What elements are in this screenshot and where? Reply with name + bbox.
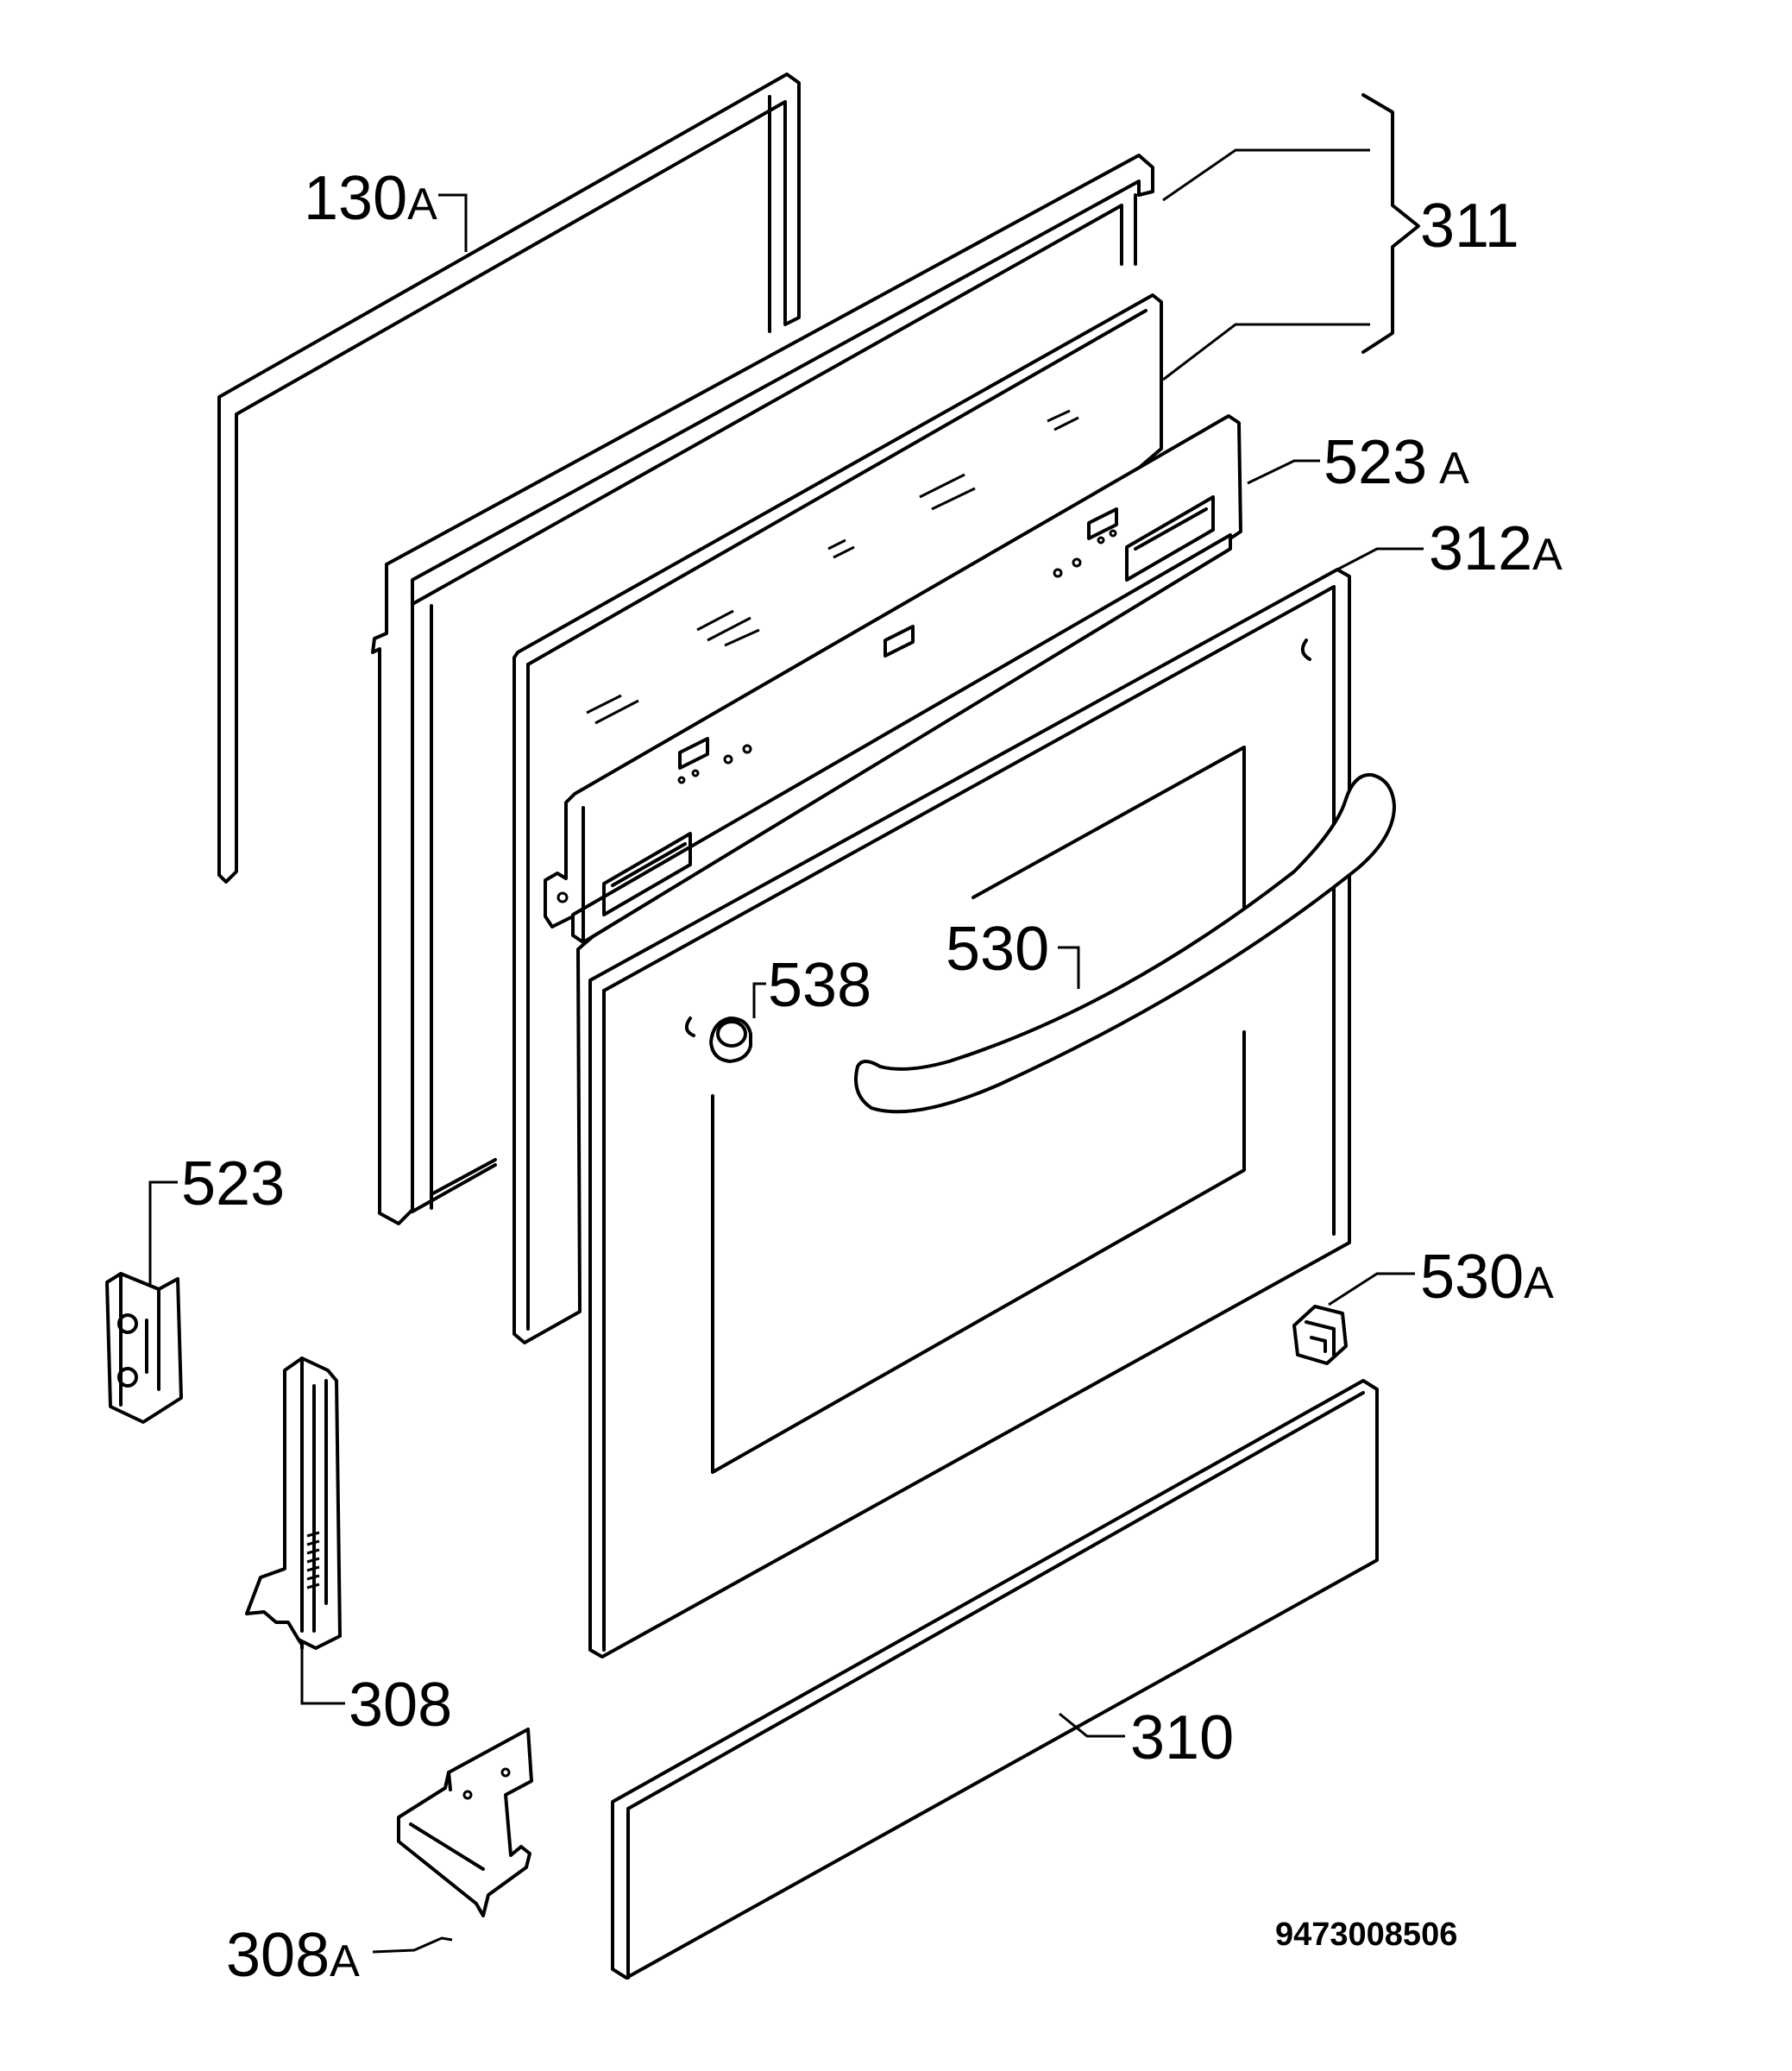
label-530A: 530A xyxy=(1420,1243,1554,1312)
label-308: 308 xyxy=(349,1671,452,1740)
label-523: 523 xyxy=(181,1149,285,1218)
outer-door-panel-part xyxy=(588,568,1351,1659)
label-311: 311 xyxy=(1420,192,1519,261)
door-gasket-part xyxy=(217,72,801,884)
hinge-bracket-part xyxy=(397,1728,533,1917)
handle-screw-part xyxy=(709,1017,752,1063)
label-538: 538 xyxy=(768,951,871,1020)
handle-end-cap-part xyxy=(1292,1305,1348,1365)
label-308A: 308A xyxy=(226,1921,360,1990)
bracket-slot-right xyxy=(1125,495,1215,582)
door-bottom-trim-part xyxy=(611,1379,1379,1980)
label-530: 530 xyxy=(946,915,1049,984)
glass-reflection-marks xyxy=(586,409,1079,725)
glass-retaining-bracket-part xyxy=(544,414,1242,944)
hinge-plate-part xyxy=(105,1272,183,1424)
label-130A: 130A xyxy=(304,164,437,233)
document-id: 9473008506 xyxy=(1275,1917,1457,1953)
label-310: 310 xyxy=(1130,1703,1234,1772)
door-handle-part xyxy=(854,772,1396,1114)
door-window-cutout xyxy=(711,746,1246,1474)
bracket-slot-left xyxy=(602,832,692,916)
leader-lines xyxy=(148,93,1424,1954)
label-312A: 312A xyxy=(1429,514,1562,583)
bracket-brace-311 xyxy=(1361,93,1420,354)
door-hinge-part xyxy=(245,1357,342,1650)
glass-frame-middle-part xyxy=(371,154,1154,1225)
